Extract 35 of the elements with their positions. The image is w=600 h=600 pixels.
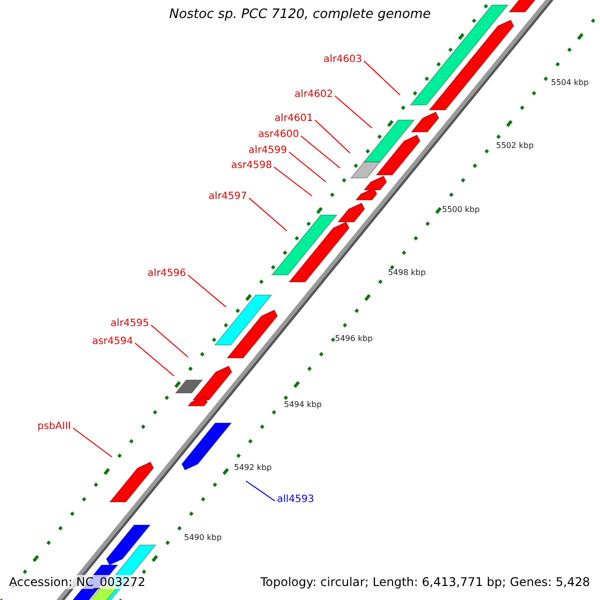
leader-line xyxy=(300,136,340,168)
scale-label: 5496 kbp xyxy=(335,334,373,344)
leader-line xyxy=(134,342,174,376)
gene-label: asr4598 xyxy=(231,160,272,172)
gene-label: alr4603 xyxy=(324,54,362,66)
leader-line xyxy=(288,152,326,182)
genome-stats-text: Topology: circular; Length: 6,413,771 bp; Genes: 5,428 xyxy=(258,575,592,589)
gene-label: asr4594 xyxy=(92,336,133,348)
leader-line xyxy=(188,274,226,308)
scale-label: 5490 kbp xyxy=(184,533,222,543)
scale-label: 5504 kbp xyxy=(551,78,589,88)
gene-label: alr4599 xyxy=(248,145,287,157)
gene-label: alr4596 xyxy=(148,268,186,280)
gene-label: psbAIII xyxy=(37,421,71,433)
leader-line xyxy=(248,198,288,232)
leader-line xyxy=(72,428,112,458)
title: Nostoc sp. PCC 7120, complete genome xyxy=(168,8,432,22)
accession-text: Accession: NC_003272 xyxy=(7,575,148,589)
scale-label: 5498 kbp xyxy=(388,268,426,278)
scale-label: 5502 kbp xyxy=(496,141,534,151)
scale-label: 5494 kbp xyxy=(284,400,322,410)
gene-label: alr4601 xyxy=(274,113,313,125)
gene-label: alr4597 xyxy=(208,191,247,203)
scale-label: 5492 kbp xyxy=(234,463,272,473)
leader-line xyxy=(150,324,188,358)
leader-line xyxy=(334,96,372,128)
gene-label: all4593 xyxy=(277,494,314,506)
gene-label: asr4600 xyxy=(258,129,299,141)
leader-line xyxy=(364,60,400,96)
scale-label: 5500 kbp xyxy=(442,205,480,215)
gene-label: alr4602 xyxy=(294,89,333,101)
leader-line xyxy=(246,480,276,502)
leader-line xyxy=(274,166,312,196)
leader-line xyxy=(314,120,350,154)
gene-label: alr4595 xyxy=(110,318,149,330)
